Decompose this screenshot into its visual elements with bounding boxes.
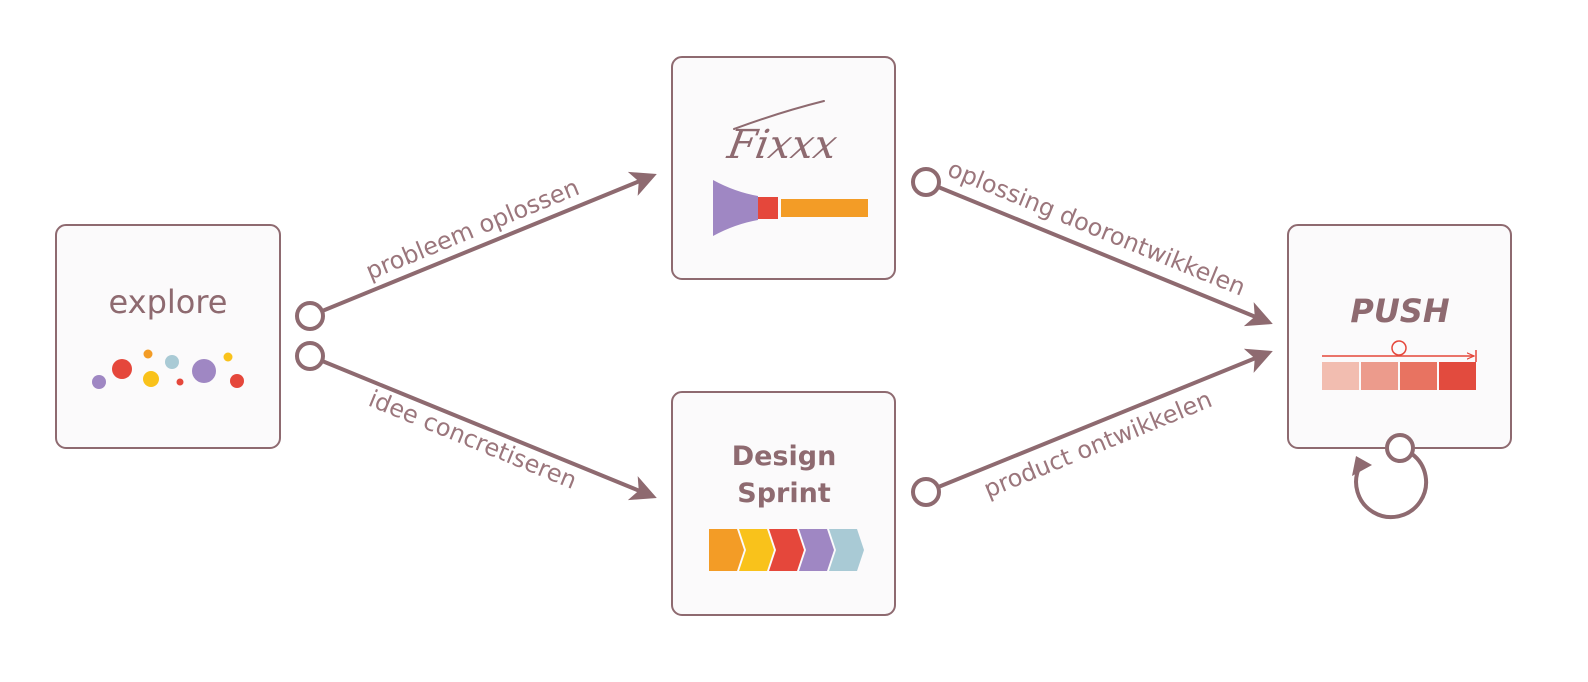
loop-arrow-icon [1352,452,1429,520]
chevron-steps-icon [709,529,864,571]
funnel-bar-icon [713,180,868,236]
edge-probleem-oplossen [308,171,657,318]
edge-product-ontwikkelen [924,348,1273,494]
push-title: PUSH [1350,292,1449,330]
design-sprint-title-line1: Design [732,441,837,472]
node-fixxx[interactable]: Fixxx [671,56,896,280]
port-explore-top[interactable] [295,301,325,331]
explore-title: explore [109,283,228,321]
label-probleem-oplossen: probleem oplossen [362,173,584,285]
port-push-loop[interactable] [1385,433,1415,463]
node-explore[interactable]: explore [55,224,281,449]
port-fixxx-out[interactable] [911,167,941,197]
port-explore-bottom[interactable] [295,341,325,371]
label-idee-concretiseren: idee concretiseren [365,385,581,495]
node-push[interactable]: PUSH [1287,224,1512,449]
fixxx-title: Fixxx [723,121,841,168]
port-design-sprint-out[interactable] [911,477,941,507]
label-oplossing-doorontwikkelen: oplossing doorontwikkelen [944,155,1250,302]
iteration-bar-icon [1322,340,1477,390]
fixxx-swoosh [733,100,825,130]
label-product-ontwikkelen: product ontwikkelen [980,385,1216,503]
node-design-sprint[interactable]: Design Sprint [671,391,896,616]
edge-oplossing-doorontwikkelen [924,180,1273,327]
edge-idee-concretiseren [308,354,657,501]
design-sprint-title-line2: Sprint [737,478,831,509]
dots-icon [92,349,244,389]
